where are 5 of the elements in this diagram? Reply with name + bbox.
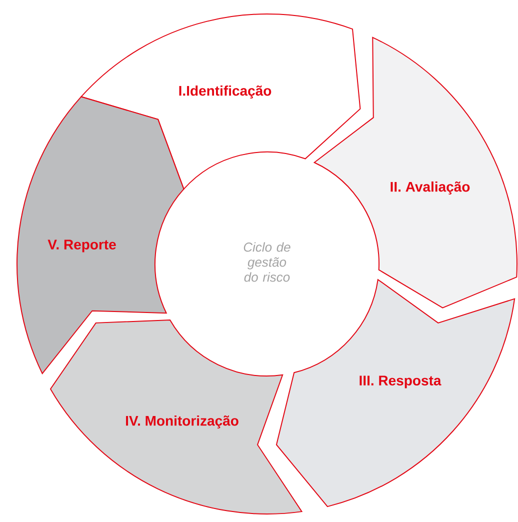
cycle-segment: I.Identificação [80, 14, 361, 190]
center-text: Ciclo de gestão do risco [244, 242, 290, 282]
cycle-segment: II. Avaliação [314, 36, 518, 308]
cycle-segment: IV. Monitorização [50, 320, 302, 514]
cycle-segment: V. Reporte [16, 96, 184, 374]
